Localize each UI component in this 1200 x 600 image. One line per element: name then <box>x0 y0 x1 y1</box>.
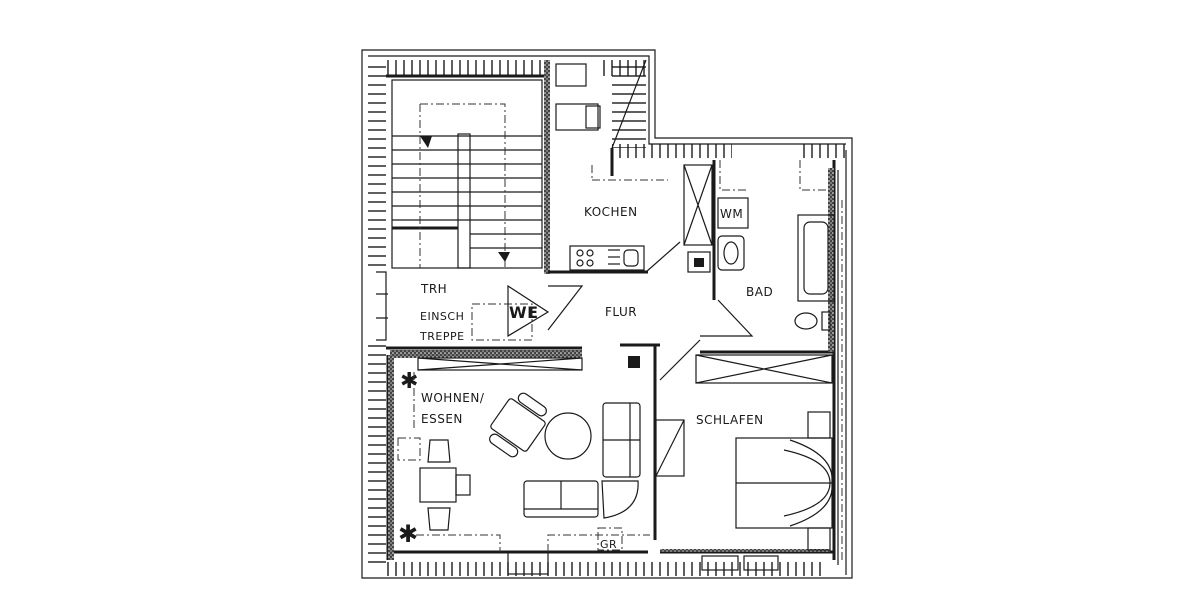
interior-walls <box>386 60 836 575</box>
svg-text:✱: ✱ <box>400 369 418 394</box>
label-wohnen: WOHNEN/ <box>421 391 485 405</box>
label-treppe: TREPPE <box>419 330 465 343</box>
label-schlafen: SCHLAFEN <box>696 413 764 427</box>
kitchen-fixtures <box>555 63 668 271</box>
room-labels: TRH EINSCH TREPPE WE KOCHEN FLUR BAD WM … <box>419 205 773 551</box>
label-essen: ESSEN <box>421 412 463 426</box>
label-kochen: KOCHEN <box>584 205 638 219</box>
living-room-furniture: ✱ ✱ <box>397 369 650 552</box>
label-trh: TRH <box>420 282 447 296</box>
label-we: WE <box>509 303 539 322</box>
bathroom-fixtures <box>717 160 835 331</box>
label-flur: FLUR <box>605 305 637 319</box>
label-einsch: EINSCH <box>420 310 464 323</box>
label-gr: GR <box>600 538 617 551</box>
outer-walls <box>361 49 853 579</box>
label-bad: BAD <box>746 285 773 299</box>
bedroom-furniture <box>655 411 833 551</box>
staircase <box>376 79 550 341</box>
label-wm: WM <box>720 207 743 221</box>
svg-text:✱: ✱ <box>398 520 418 548</box>
